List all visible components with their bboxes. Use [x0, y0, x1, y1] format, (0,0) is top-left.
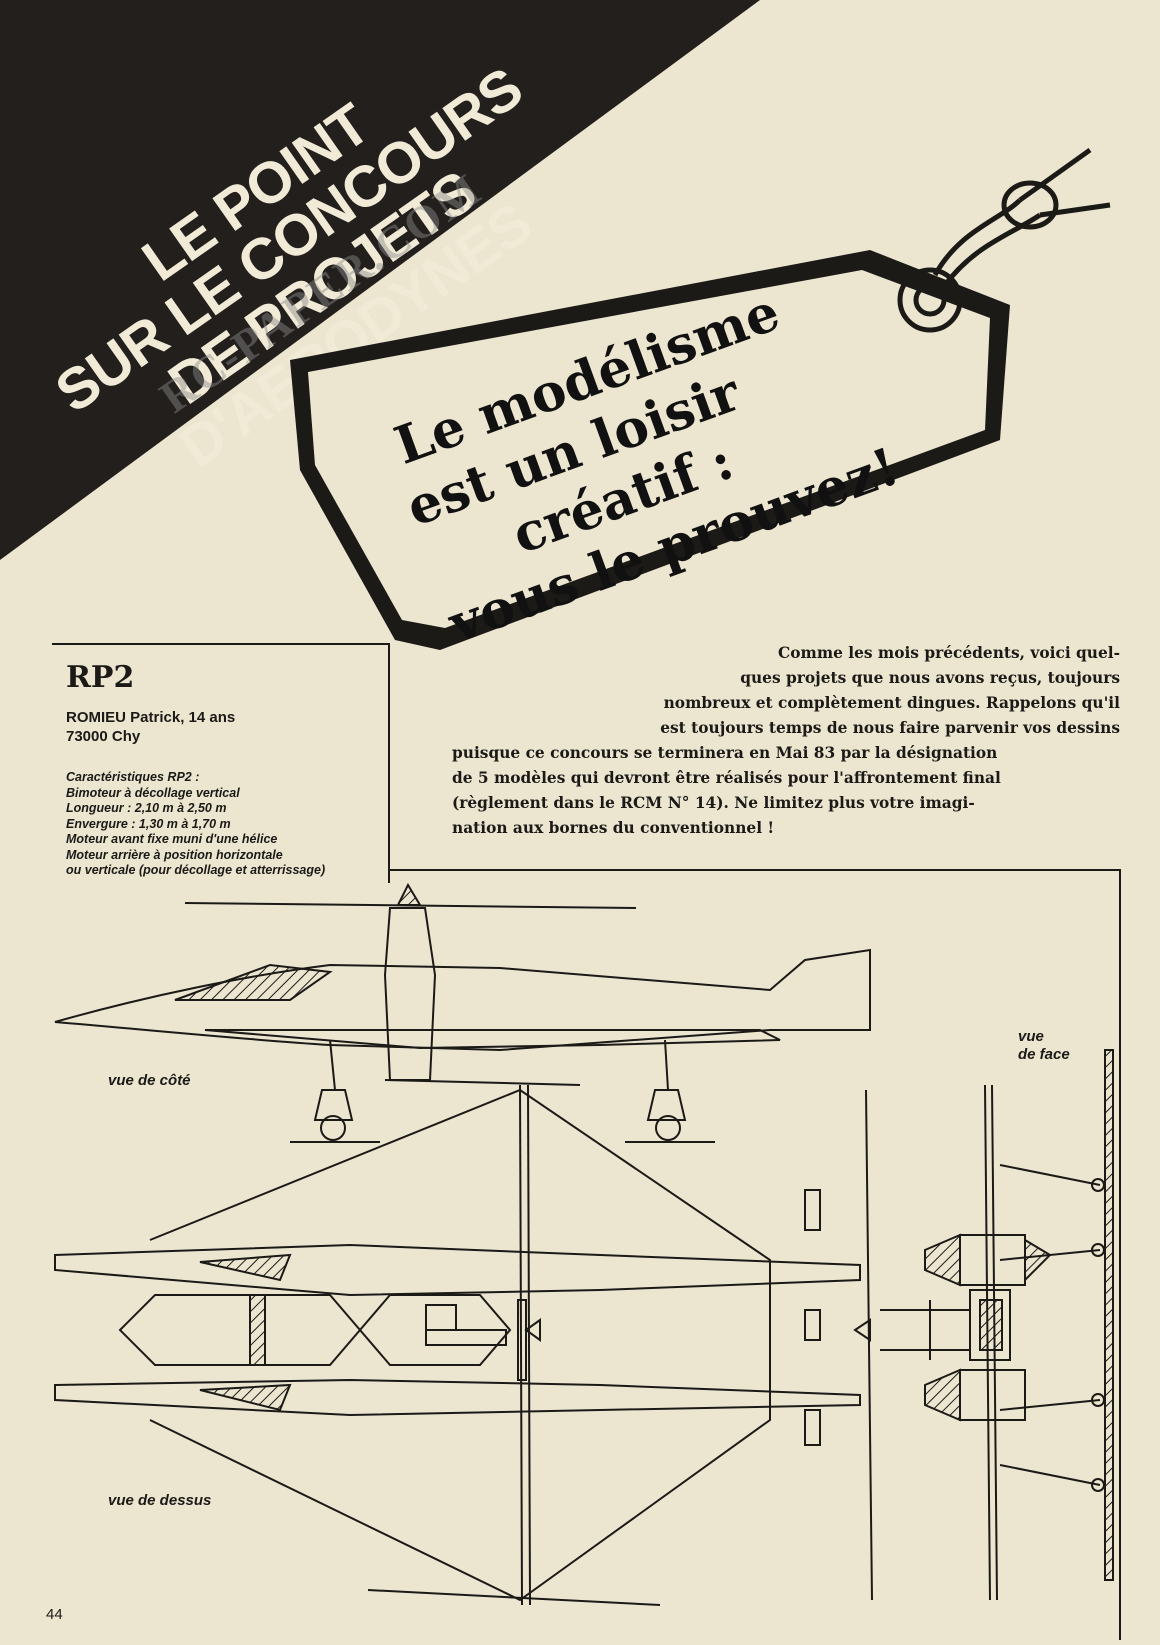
project-title: RP2: [66, 660, 135, 695]
front-view-drawing: [853, 1049, 1114, 1601]
author-line-2: 73000 Chy: [66, 728, 141, 745]
author-line-1: ROMIEU Patrick, 14 ans: [66, 709, 236, 726]
project-specs: Caractéristiques RP2 : Bimoteur à décoll…: [66, 770, 325, 879]
label-front-view-1: vue: [1018, 1028, 1044, 1045]
top-view-drawing: [54, 1084, 861, 1606]
spec-line-3: Longueur : 2,10 m à 2,50 m: [66, 801, 227, 815]
spec-line-2: Bimoteur à décollage vertical: [66, 785, 240, 800]
article-line-3: nombreux et complètement dingues. Rappel…: [663, 694, 1120, 712]
spec-line-7: ou verticale (pour décollage et atterris…: [66, 863, 326, 877]
article-line-6: de 5 modèles qui devront être réalisés p…: [452, 769, 1001, 787]
article-line-4: est toujours temps de nous faire parveni…: [660, 719, 1120, 737]
label-side-view: vue de côté: [108, 1072, 191, 1089]
label-front-view-2: de face: [1018, 1046, 1070, 1063]
spec-line-6: Moteur arrière à position horizontale: [66, 847, 283, 862]
project-info-box: [52, 643, 390, 883]
article-line-1: Comme les mois précédents, voici quel-: [778, 644, 1120, 662]
side-view-drawing: [54, 882, 871, 1143]
article-line-5: puisque ce concours se terminera en Mai …: [452, 744, 998, 762]
article-line-7: (règlement dans le RCM N° 14). Ne limite…: [452, 794, 975, 812]
project-author: ROMIEU Patrick, 14 ans 73000 Chy: [66, 708, 235, 746]
tag-knot-icon: [897, 147, 1111, 333]
article-line-8: nation aux bornes du conventionnel !: [452, 819, 775, 837]
page-number: 44: [46, 1606, 63, 1623]
spec-line-4: Envergure : 1,30 m à 1,70 m: [66, 816, 231, 831]
drawing-frame: [388, 869, 1121, 1640]
label-top-view: vue de dessus: [108, 1492, 212, 1509]
spec-line-1: Caractéristiques RP2 :: [66, 770, 200, 784]
spec-line-5: Moteur avant fixe muni d'une hélice: [66, 832, 278, 846]
article-body: Comme les mois précédents, voici quel- q…: [452, 641, 1120, 841]
tag-shape: [290, 250, 1010, 650]
article-line-2: ques projets que nous avons reçus, toujo…: [740, 669, 1120, 687]
